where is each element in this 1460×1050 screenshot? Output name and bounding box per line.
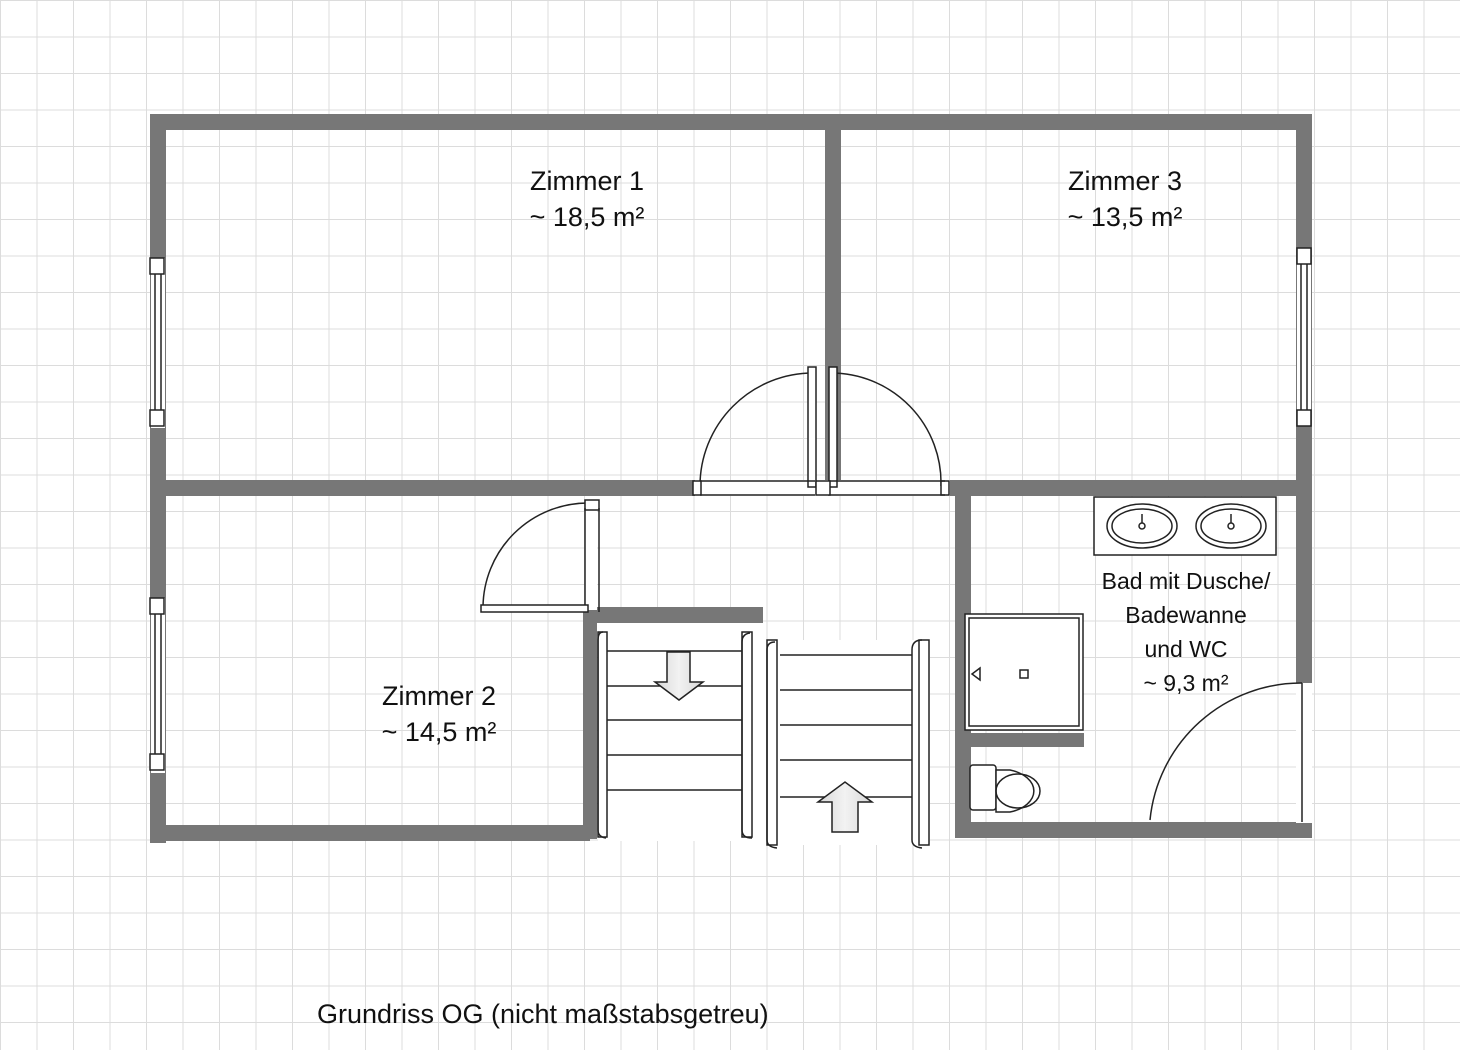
room-name: Zimmer 2 xyxy=(382,681,496,711)
arrow-down-icon xyxy=(652,651,706,701)
wall-top xyxy=(150,114,1311,130)
wall-bath-left xyxy=(955,480,971,838)
window-zimmer2 xyxy=(149,597,165,773)
bath-area: ~ 9,3 m² xyxy=(1143,670,1229,696)
room-area: ~ 13,5 m² xyxy=(1067,202,1183,232)
shower-tray-icon xyxy=(964,613,1084,731)
toilet-icon xyxy=(969,764,1041,813)
bath-line-2: Badewanne xyxy=(1125,602,1247,628)
window-zimmer1 xyxy=(149,257,165,428)
wall-zimmer2-bottom xyxy=(150,825,590,841)
wall-zimmer2-right xyxy=(583,610,597,839)
arrow-up-icon xyxy=(815,781,875,833)
wall-bath-bottom xyxy=(955,822,1312,838)
bath-fixtures xyxy=(964,496,1277,813)
plan-caption: Grundriss OG (nicht maßstabsgetreu) xyxy=(317,999,769,1029)
room-label-zimmer-1: Zimmer 1 ~ 18,5 m² xyxy=(492,163,682,235)
bath-line-1: Bad mit Dusche/ xyxy=(1101,568,1271,594)
windows xyxy=(149,247,1312,773)
door-zimmer1 xyxy=(692,366,817,496)
room-name: Zimmer 1 xyxy=(530,166,644,196)
wall-shower-bottom xyxy=(964,733,1084,747)
door-zimmer3 xyxy=(815,366,950,496)
room-label-zimmer-3: Zimmer 3 ~ 13,5 m² xyxy=(1030,163,1220,235)
doors xyxy=(480,366,1312,823)
room-label-bath: Bad mit Dusche/ Badewanne und WC ~ 9,3 m… xyxy=(1076,564,1296,700)
room-name: Zimmer 3 xyxy=(1068,166,1182,196)
wall-stair-top xyxy=(583,607,763,623)
room-label-zimmer-2: Zimmer 2 ~ 14,5 m² xyxy=(344,678,534,750)
staircase xyxy=(597,623,930,849)
door-bath xyxy=(1149,682,1312,823)
door-zimmer2 xyxy=(480,499,600,613)
wall-hall-bath-top xyxy=(950,480,1312,496)
room-area: ~ 14,5 m² xyxy=(381,717,497,747)
window-zimmer3 xyxy=(1296,247,1312,427)
room-area: ~ 18,5 m² xyxy=(529,202,645,232)
bath-line-3: und WC xyxy=(1144,636,1228,662)
double-sink-icon xyxy=(1093,496,1277,556)
wall-zimmer1-zimmer2 xyxy=(150,480,695,496)
